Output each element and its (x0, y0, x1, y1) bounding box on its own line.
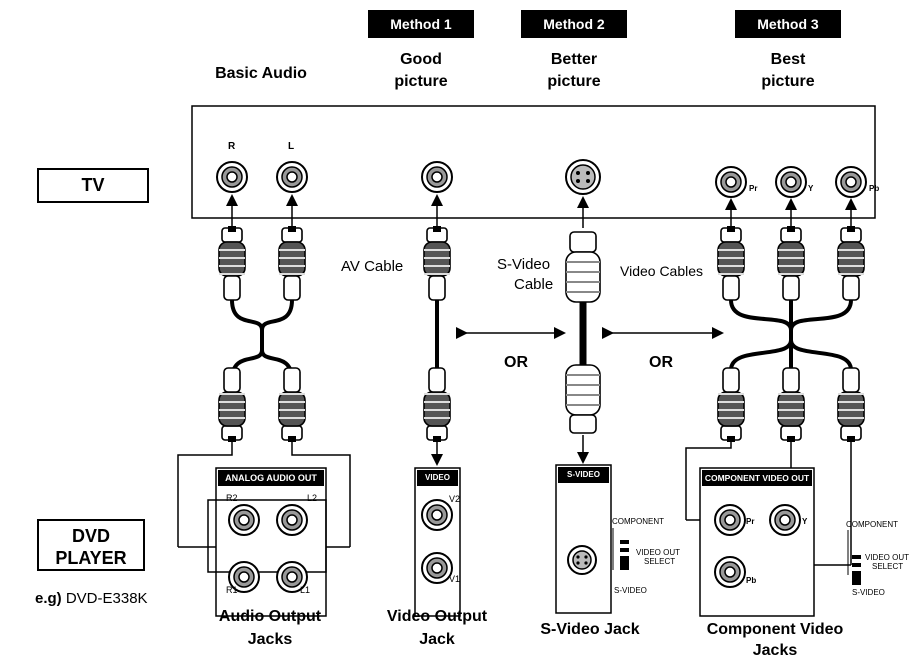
tv-r-label: R (228, 141, 236, 152)
svideo-output-panel (555, 464, 612, 614)
better-header-line2: picture (547, 73, 601, 90)
audio-plug-top-l (278, 225, 306, 301)
switch2-component-label: COMPONENT (846, 520, 898, 529)
audio-plug-top-r (218, 225, 246, 301)
tv-l-label: L (288, 141, 295, 152)
or-label-2: OR (649, 354, 673, 371)
component-caption-line1: Component Video (706, 621, 844, 638)
video-cables-label: Video Cables (620, 263, 704, 279)
or-label-1: OR (504, 354, 528, 371)
tv-audio-r-jack (216, 161, 248, 193)
good-header-line2: picture (394, 73, 448, 90)
av-cable-label: AV Cable (341, 258, 404, 275)
dvd-svideo-jack (567, 545, 597, 575)
switch1-videoout-label: VIDEO OUT (636, 548, 681, 557)
tv-label-box: TV (37, 168, 149, 203)
video-panel-title: VIDEO OUT (417, 470, 458, 498)
svideo-plug-bottom (565, 364, 601, 434)
dvd-label-line1: DVD (71, 526, 110, 546)
dvd-y-jack (769, 504, 801, 536)
dvd-r2-jack (228, 504, 260, 536)
switch2-svideo-label: S-VIDEO (852, 588, 885, 597)
method-3-badge: Method 3 (735, 10, 841, 38)
svideo-cable-label-line2: Cable (514, 276, 554, 293)
example-prefix: e.g) (35, 590, 62, 607)
v2-label: V2 (449, 494, 461, 504)
comp-pr-label: Pr (746, 517, 755, 526)
tv-audio-l-jack (276, 161, 308, 193)
dvd-v2-jack (421, 499, 453, 531)
switch1-select-label: SELECT (644, 557, 676, 566)
audio-output-panel (215, 467, 327, 617)
dvd-player-label-box: DVD PLAYER (37, 519, 145, 571)
method-2-badge: Method 2 (521, 10, 627, 38)
audio-output-caption-line2: Jacks (247, 631, 293, 648)
tv-y-label: Y (808, 184, 814, 193)
comp-pb-label: Pb (746, 576, 757, 585)
best-header-line2: picture (761, 73, 815, 90)
comp-plug-top-pr (717, 225, 745, 301)
audio-output-caption-line1: Audio Output (218, 608, 322, 625)
dvd-pr-jack (714, 504, 746, 536)
method-1-badge: Method 1 (368, 10, 474, 38)
tv-pb-jack (835, 166, 867, 198)
dvd-label-line2: PLAYER (55, 548, 127, 568)
r1-label: R1 (226, 585, 238, 595)
video-output-caption-line2: Jack (419, 631, 455, 648)
r2-label: R2 (226, 493, 238, 503)
video-output-caption-line1: Video Output (386, 608, 488, 625)
component-panel-title: COMPONENT VIDEO OUT (702, 470, 812, 486)
basic-audio-header: Basic Audio (215, 65, 307, 82)
switch1-svideo-label: S-VIDEO (614, 586, 647, 595)
tv-video-jack (421, 161, 453, 193)
video-out-select-switch-1 (612, 528, 629, 570)
tv-pr-jack (715, 166, 747, 198)
example-model-name: DVD-E338K (61, 590, 148, 607)
comp-y-label: Y (802, 517, 808, 526)
dvd-v1-jack (421, 552, 453, 584)
audio-plug-bottom-l (278, 367, 306, 443)
v1-label: V1 (449, 574, 461, 584)
component-caption-line2: Jacks (752, 642, 798, 659)
svideo-panel-title: S-VIDEO OUT (558, 467, 609, 495)
comp-plug-bottom-pr (717, 367, 745, 443)
comp-plug-bottom-pb (837, 367, 865, 443)
video-out-select-switch-2 (847, 530, 861, 585)
comp-plug-top-y (777, 225, 805, 301)
dvd-l2-jack (276, 504, 308, 536)
tv-svideo-jack (565, 159, 601, 195)
av-plug-top (423, 225, 451, 301)
tv-pb-label: Pb (869, 184, 880, 193)
switch1-component-label: COMPONENT (612, 517, 664, 526)
component-output-panel (699, 467, 815, 617)
svideo-cable-label-line1: S-Video (497, 256, 551, 273)
switch2-select-label: SELECT (872, 562, 904, 571)
svideo-plug-top (565, 231, 601, 303)
better-header-line1: Better (550, 51, 598, 68)
best-header-line1: Best (770, 51, 806, 68)
tv-panel (191, 105, 876, 219)
audio-panel-title: ANALOG AUDIO OUT (218, 470, 324, 486)
audio-plug-bottom-r (218, 367, 246, 443)
tv-pr-label: Pr (749, 184, 758, 193)
comp-plug-bottom-y (777, 367, 805, 443)
tv-label: TV (81, 175, 105, 195)
dvd-pb-jack (714, 556, 746, 588)
example-model: e.g) DVD-E338K (35, 590, 148, 608)
comp-plug-top-pb (837, 225, 865, 301)
svideo-caption: S-Video Jack (540, 621, 640, 638)
av-plug-bottom (423, 367, 451, 443)
l2-label: L2 (307, 493, 318, 503)
switch2-videoout-label: VIDEO OUT (865, 553, 910, 562)
good-header-line1: Good (400, 51, 442, 68)
l1-label: L1 (300, 585, 311, 595)
video-output-panel (414, 467, 461, 617)
tv-y-jack (775, 166, 807, 198)
